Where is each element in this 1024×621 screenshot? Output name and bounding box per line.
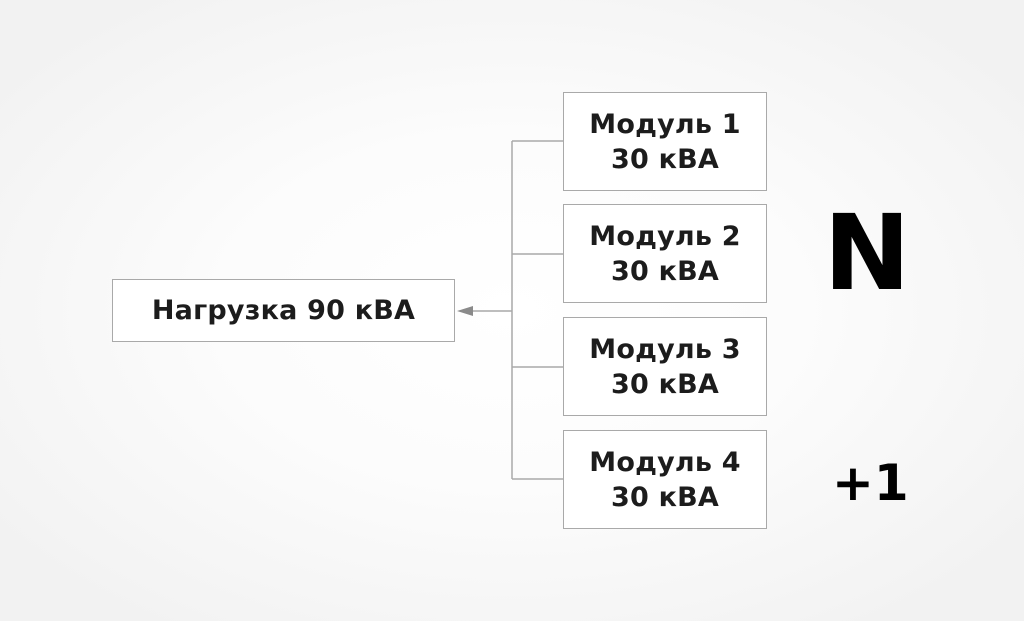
module-box-2: Модуль 2 30 кВА — [563, 204, 767, 303]
module-box-4: Модуль 4 30 кВА — [563, 430, 767, 529]
load-label: Нагрузка 90 кВА — [151, 295, 416, 326]
module-name: Модуль 2 — [589, 220, 741, 252]
module-name: Модуль 3 — [589, 333, 741, 365]
module-power: 30 кВА — [611, 368, 719, 400]
load-box: Нагрузка 90 кВА — [112, 279, 455, 342]
module-power: 30 кВА — [611, 255, 719, 287]
redundancy-base-label: N — [823, 192, 911, 314]
module-name: Модуль 1 — [589, 108, 741, 140]
module-name: Модуль 4 — [589, 446, 741, 478]
module-power: 30 кВА — [611, 481, 719, 513]
module-box-1: Модуль 1 30 кВА — [563, 92, 767, 191]
module-power: 30 кВА — [611, 143, 719, 175]
redundancy-extra-label: +1 — [832, 454, 909, 512]
module-box-3: Модуль 3 30 кВА — [563, 317, 767, 416]
arrow-head-icon — [457, 306, 473, 316]
